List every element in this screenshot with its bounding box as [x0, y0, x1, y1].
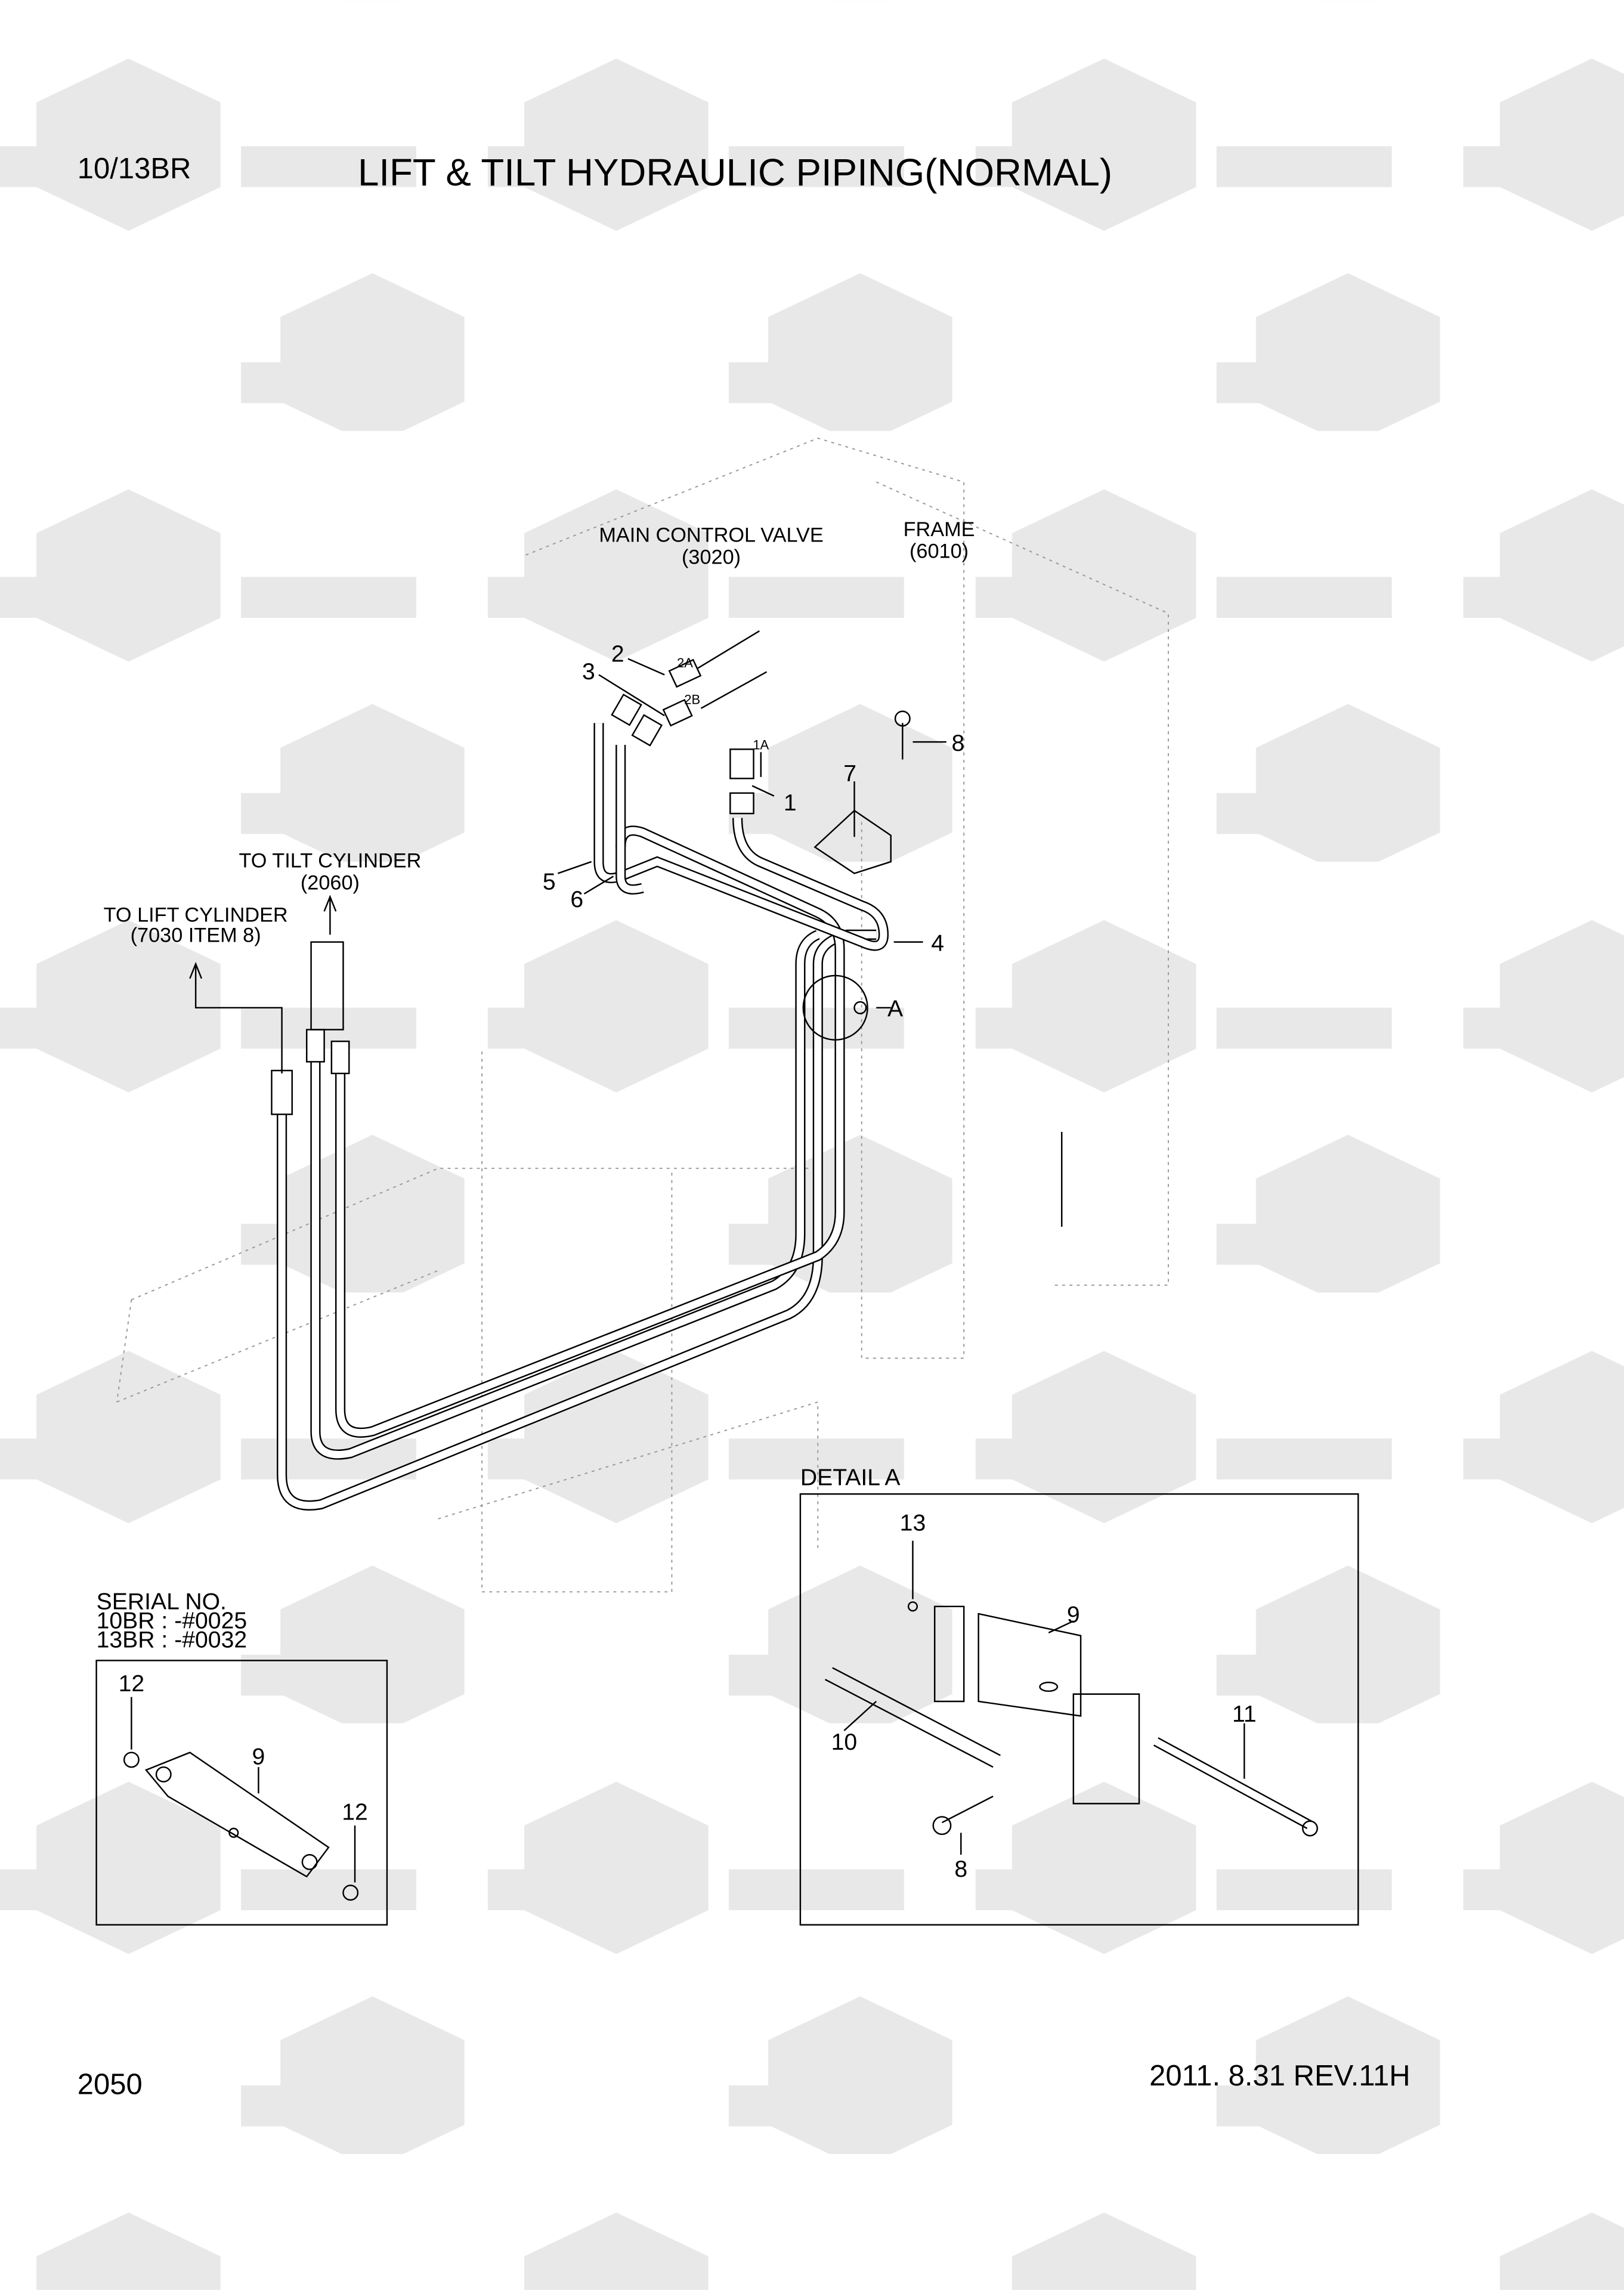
- lift-cylinder-ref: (7030 ITEM 8): [131, 924, 261, 947]
- serial-callout-12a: 12: [119, 1671, 145, 1697]
- model-label: 10/13BR: [78, 153, 191, 185]
- callout-8: 8: [951, 731, 964, 756]
- serial-13br: 13BR : -#0032: [97, 1627, 248, 1652]
- serial-panel: SERIAL NO. 10BR : -#0025 13BR : -#0032 1…: [95, 1589, 388, 1926]
- detail-callout-10: 10: [831, 1729, 858, 1755]
- callout-6: 6: [570, 887, 583, 912]
- serial-callout-9: 9: [252, 1744, 265, 1769]
- detail-callout-8: 8: [954, 1856, 967, 1882]
- hydraulic-pipes: [271, 658, 911, 1511]
- frame-ref: (6010): [910, 540, 969, 563]
- tilt-cylinder-label: TO TILT CYLINDER: [239, 850, 421, 872]
- revision-label: 2011. 8.31 REV.11H: [1149, 2060, 1410, 2092]
- detail-callout-9: 9: [1067, 1602, 1080, 1628]
- callout-7: 7: [843, 761, 856, 787]
- callout-5: 5: [543, 869, 556, 895]
- callout-1: 1: [784, 790, 797, 816]
- callout-4: 4: [931, 930, 944, 956]
- detail-a-marker: A: [887, 997, 904, 1022]
- detail-a-title: DETAIL A: [800, 1465, 901, 1491]
- main-control-valve-ref: (3020): [682, 546, 741, 568]
- detail-callout-13: 13: [900, 1510, 926, 1536]
- serial-10br: 10BR : -#0025: [97, 1608, 248, 1634]
- page-title: LIFT & TILT HYDRAULIC PIPING(NORMAL): [358, 151, 1112, 194]
- serial-callout-12b: 12: [342, 1799, 368, 1825]
- callout-3: 3: [582, 659, 595, 685]
- detail-callout-11: 11: [1232, 1701, 1257, 1727]
- serial-title: SERIAL NO.: [97, 1589, 227, 1615]
- detail-a-panel: DETAIL A 13 9 10 11 8: [799, 1465, 1359, 1926]
- leader-lines: [558, 630, 946, 1009]
- lift-cylinder-label: TO LIFT CYLINDER: [104, 903, 288, 926]
- page-number: 2050: [78, 2069, 143, 2101]
- frame-outline: [116, 437, 1169, 1593]
- frame-label: FRAME: [904, 518, 975, 541]
- tilt-cylinder-ref: (2060): [301, 871, 360, 894]
- callout-2: 2: [611, 641, 624, 667]
- callout-2a: 2A: [677, 655, 693, 670]
- callout-1a: 1A: [753, 737, 769, 752]
- callout-2b: 2B: [684, 692, 700, 707]
- main-control-valve-label: MAIN CONTROL VALVE: [599, 524, 823, 547]
- cylinder-arrows: [189, 895, 344, 1074]
